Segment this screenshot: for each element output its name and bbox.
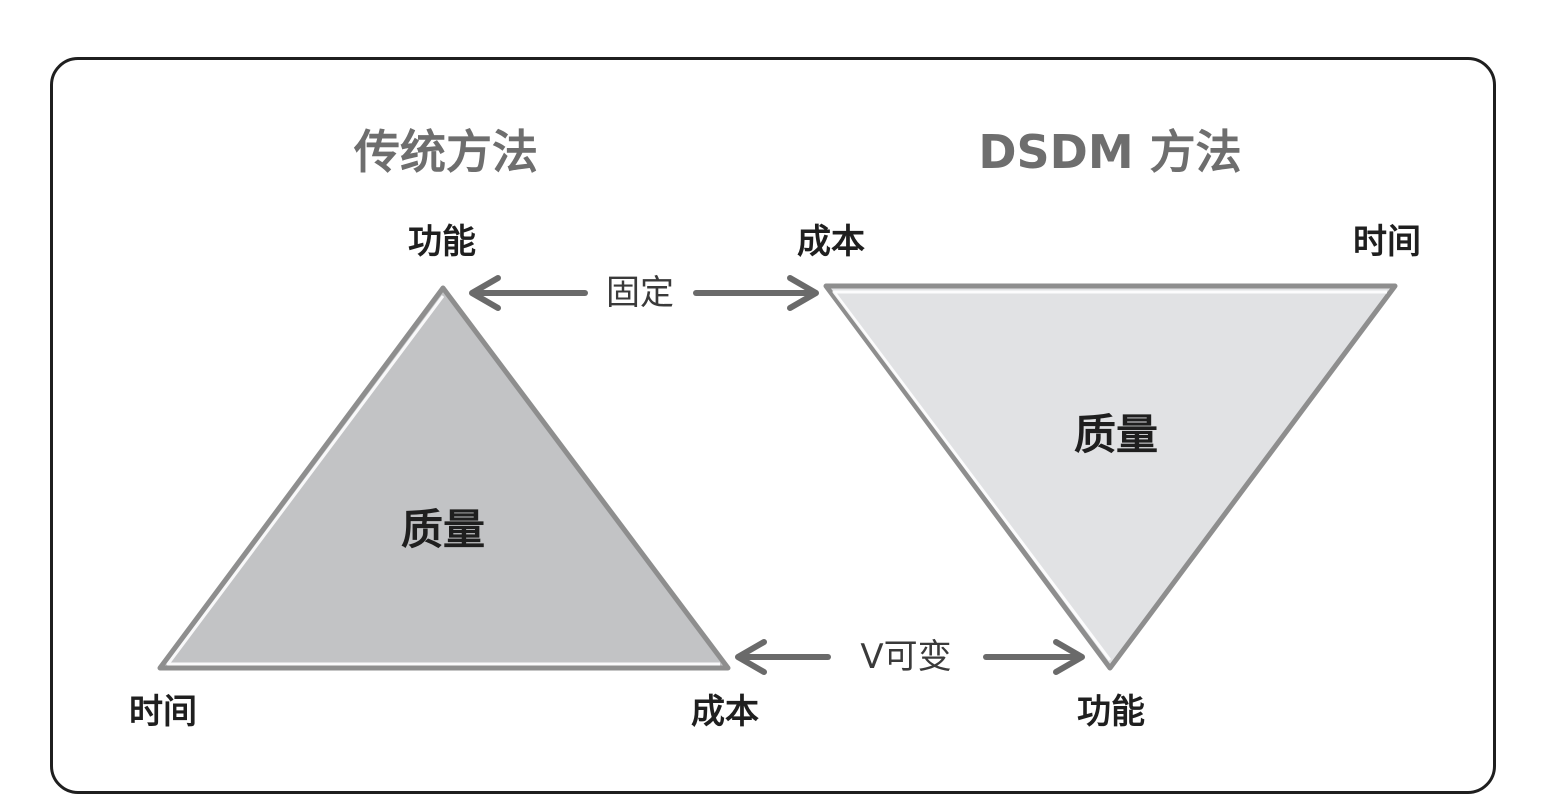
left-bottom-right-vertex-label: 成本	[691, 692, 759, 732]
left-triangle-inner	[176, 304, 716, 662]
right-center-label: 质量	[1073, 410, 1159, 459]
left-top-vertex-label: 功能	[408, 222, 476, 262]
right-triangle-inner	[842, 296, 1382, 656]
variable-arrow-right	[983, 639, 1085, 675]
right-bottom-vertex-label: 功能	[1077, 692, 1145, 732]
right-triangle-highlight	[832, 290, 1387, 661]
left-bottom-left-vertex-label: 时间	[129, 692, 197, 732]
fixed-arrow-right	[693, 275, 819, 311]
fixed-label: 固定	[606, 273, 674, 313]
right-top-right-vertex-label: 时间	[1353, 222, 1421, 262]
left-title: 传统方法	[354, 125, 538, 179]
right-top-left-vertex-label: 成本	[797, 222, 865, 262]
right-title: DSDM 方法	[978, 125, 1242, 179]
left-center-label: 质量	[400, 505, 486, 554]
variable-arrow-left	[735, 639, 831, 675]
left-triangle-highlight	[166, 295, 720, 666]
variable-label: V可变	[860, 637, 952, 677]
fixed-arrow-left	[469, 275, 588, 311]
